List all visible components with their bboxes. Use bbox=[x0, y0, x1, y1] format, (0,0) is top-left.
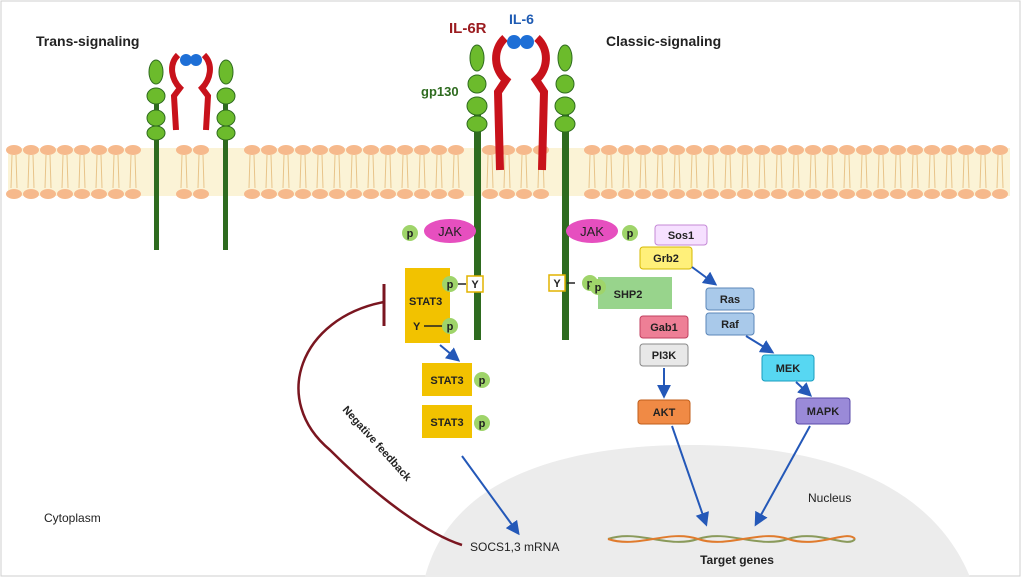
svg-text:STAT3: STAT3 bbox=[409, 296, 442, 308]
classic-signaling-label: Classic-signaling bbox=[606, 33, 721, 49]
svg-text:AKT: AKT bbox=[653, 407, 676, 419]
sos1-node: Sos1 bbox=[654, 224, 708, 246]
svg-text:p: p bbox=[447, 321, 454, 333]
gp130-stalk-left bbox=[474, 100, 481, 340]
svg-text:Y: Y bbox=[553, 278, 561, 290]
svg-text:p: p bbox=[595, 282, 602, 294]
il6-ligand-left bbox=[507, 35, 521, 49]
svg-text:Gab1: Gab1 bbox=[650, 322, 678, 334]
cytoplasm-label: Cytoplasm bbox=[44, 511, 101, 525]
svg-text:JAK: JAK bbox=[580, 224, 604, 239]
svg-text:JAK: JAK bbox=[438, 224, 462, 239]
raf-node: Raf bbox=[705, 312, 755, 336]
classic-signaling-complex bbox=[466, 35, 576, 340]
nucleus-label: Nucleus bbox=[808, 491, 851, 505]
svg-text:Grb2: Grb2 bbox=[653, 253, 679, 265]
svg-text:p: p bbox=[479, 375, 486, 387]
svg-text:p: p bbox=[587, 278, 594, 290]
svg-text:Sos1: Sos1 bbox=[668, 230, 694, 242]
il6-label: IL-6 bbox=[509, 11, 534, 27]
svg-text:MEK: MEK bbox=[776, 363, 801, 375]
grb2-node: Grb2 bbox=[639, 246, 693, 270]
signal-arrows bbox=[439, 266, 813, 536]
gab1-node: Gab1 bbox=[639, 315, 689, 339]
stat3-receptor-bound: STAT3 p Y Y p bbox=[405, 268, 484, 343]
il6r-left bbox=[492, 35, 512, 171]
svg-text:SHP2: SHP2 bbox=[614, 289, 643, 301]
svg-text:PI3K: PI3K bbox=[652, 350, 677, 362]
target-genes-label: Target genes bbox=[700, 553, 774, 567]
svg-text:Y: Y bbox=[471, 279, 479, 291]
nucleus bbox=[425, 445, 970, 577]
socs-mrna-label: SOCS1,3 mRNA bbox=[470, 540, 559, 554]
il6r-label: IL-6R bbox=[449, 20, 487, 37]
svg-text:MAPK: MAPK bbox=[807, 406, 839, 418]
il6r-right bbox=[530, 35, 550, 171]
il6-ligand-trans-left bbox=[180, 54, 192, 66]
jak-left: JAK p bbox=[402, 219, 476, 243]
svg-text:p: p bbox=[407, 228, 414, 240]
ras-node: Ras bbox=[705, 287, 755, 311]
gp130-label: gp130 bbox=[421, 84, 459, 99]
svg-text:Ras: Ras bbox=[720, 294, 740, 306]
il6-ligand-right bbox=[520, 35, 534, 49]
gp130-stalk-right bbox=[562, 100, 569, 340]
target-genes-dna bbox=[607, 535, 856, 543]
mek-node: MEK bbox=[761, 354, 815, 382]
stat3-dimer: STAT3 p STAT3 p bbox=[422, 363, 490, 438]
trans-signaling-label: Trans-signaling bbox=[36, 33, 139, 49]
svg-text:p: p bbox=[479, 418, 486, 430]
jak-right: JAK p bbox=[566, 219, 638, 243]
il6-ligand-trans-right bbox=[190, 54, 202, 66]
svg-text:STAT3: STAT3 bbox=[430, 375, 463, 387]
svg-text:p: p bbox=[447, 279, 454, 291]
svg-text:p: p bbox=[627, 228, 634, 240]
pi3k-node: PI3K bbox=[639, 343, 689, 367]
svg-text:Y: Y bbox=[413, 321, 421, 333]
shp2-node: Y p SHP2 p bbox=[548, 274, 672, 309]
akt-node: AKT bbox=[637, 399, 691, 425]
trans-signaling-complex bbox=[146, 52, 236, 250]
svg-text:Raf: Raf bbox=[721, 319, 739, 331]
svg-text:STAT3: STAT3 bbox=[430, 417, 463, 429]
mapk-node: MAPK bbox=[795, 397, 851, 425]
